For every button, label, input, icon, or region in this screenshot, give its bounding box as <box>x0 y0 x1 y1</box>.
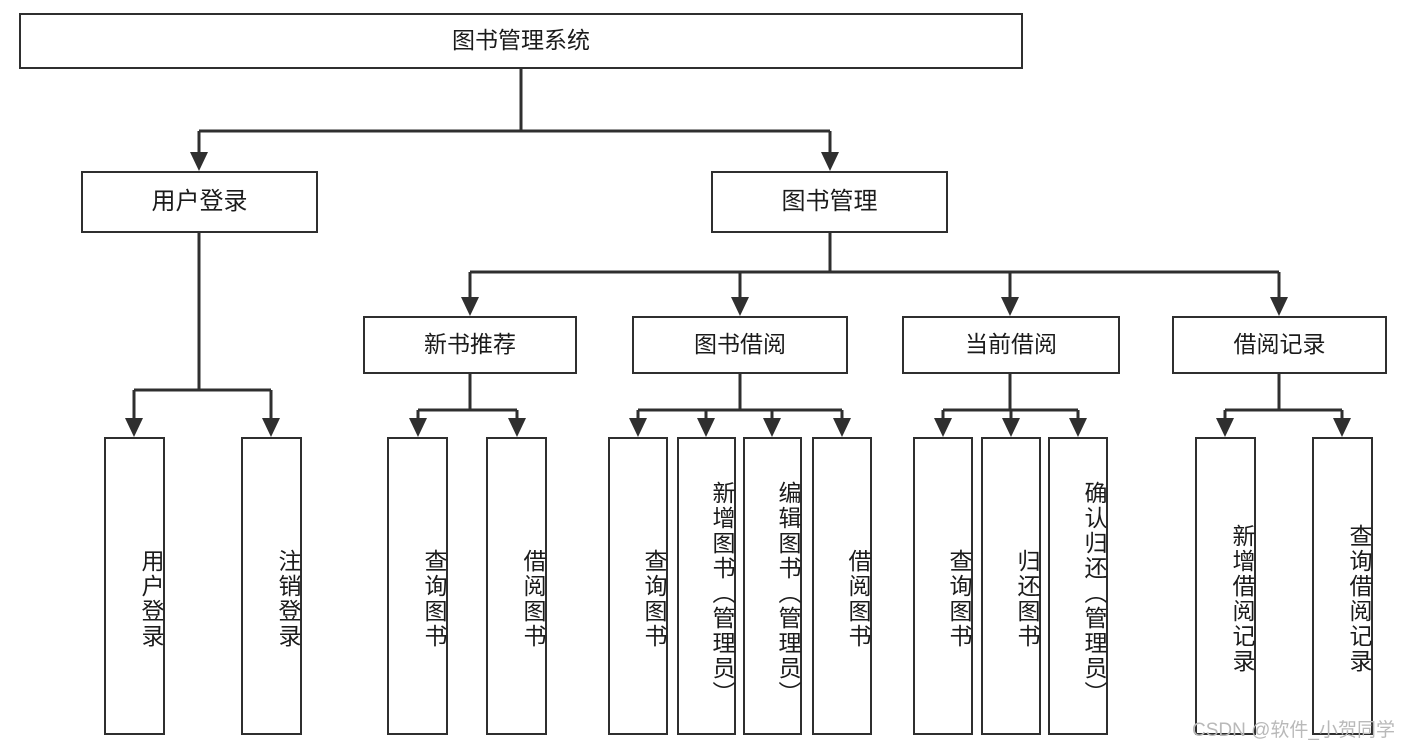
node-current-borrow[interactable]: 当前借阅 <box>902 316 1120 374</box>
node-leaf-logout[interactable]: 注销登录 <box>241 437 302 735</box>
node-leaf-query-record[interactable]: 查询借阅记录 <box>1312 437 1373 735</box>
edge-group-0-drop-1-arrowhead <box>508 418 526 437</box>
edge-group-2-drop-2-arrowhead <box>1069 418 1087 437</box>
edge-book-drop-2-arrowhead <box>1001 297 1019 316</box>
edge-group-3-drop-1-arrowhead <box>1333 418 1351 437</box>
node-leaf-user-login[interactable]: 用户登录 <box>104 437 165 735</box>
edge-group-1-drop-3-arrowhead <box>833 418 851 437</box>
csdn-watermark: CSDN @软件_小贺同学 <box>1192 720 1395 741</box>
node-leaf-query-book-borrow[interactable]: 查询图书 <box>608 437 668 735</box>
edge-root-drop-1-arrowhead <box>821 152 839 171</box>
edge-book-drop-0-arrowhead <box>461 297 479 316</box>
node-leaf-add-book[interactable]: 新增图书（管理员） <box>677 437 736 735</box>
edge-group-1-drop-1-arrowhead <box>697 418 715 437</box>
node-leaf-query-book-rec[interactable]: 查询图书 <box>387 437 448 735</box>
node-leaf-return-book[interactable]: 归还图书 <box>981 437 1041 735</box>
node-root-title[interactable]: 图书管理系统 <box>19 13 1023 69</box>
edge-user-drop-0-arrowhead <box>125 418 143 437</box>
edge-group-1-drop-2-arrowhead <box>763 418 781 437</box>
edge-group-0-drop-0-arrowhead <box>409 418 427 437</box>
node-new-book-rec[interactable]: 新书推荐 <box>363 316 577 374</box>
edge-user-drop-1-arrowhead <box>262 418 280 437</box>
node-book-borrow[interactable]: 图书借阅 <box>632 316 848 374</box>
node-leaf-edit-book[interactable]: 编辑图书（管理员） <box>743 437 802 735</box>
edge-book-drop-1-arrowhead <box>731 297 749 316</box>
edge-group-2-drop-1-arrowhead <box>1002 418 1020 437</box>
node-book-manage[interactable]: 图书管理 <box>711 171 948 233</box>
node-leaf-borrow-book-rec[interactable]: 借阅图书 <box>486 437 547 735</box>
node-borrow-record[interactable]: 借阅记录 <box>1172 316 1387 374</box>
node-user-login[interactable]: 用户登录 <box>81 171 318 233</box>
edge-group-2-drop-0-arrowhead <box>934 418 952 437</box>
node-leaf-borrow-book[interactable]: 借阅图书 <box>812 437 872 735</box>
node-leaf-add-record[interactable]: 新增借阅记录 <box>1195 437 1256 735</box>
node-leaf-query-book-cur[interactable]: 查询图书 <box>913 437 973 735</box>
edge-group-1-drop-0-arrowhead <box>629 418 647 437</box>
edge-root-drop-0-arrowhead <box>190 152 208 171</box>
node-leaf-confirm-return[interactable]: 确认归还（管理员） <box>1048 437 1108 735</box>
edge-group-3-drop-0-arrowhead <box>1216 418 1234 437</box>
edge-book-drop-3-arrowhead <box>1270 297 1288 316</box>
